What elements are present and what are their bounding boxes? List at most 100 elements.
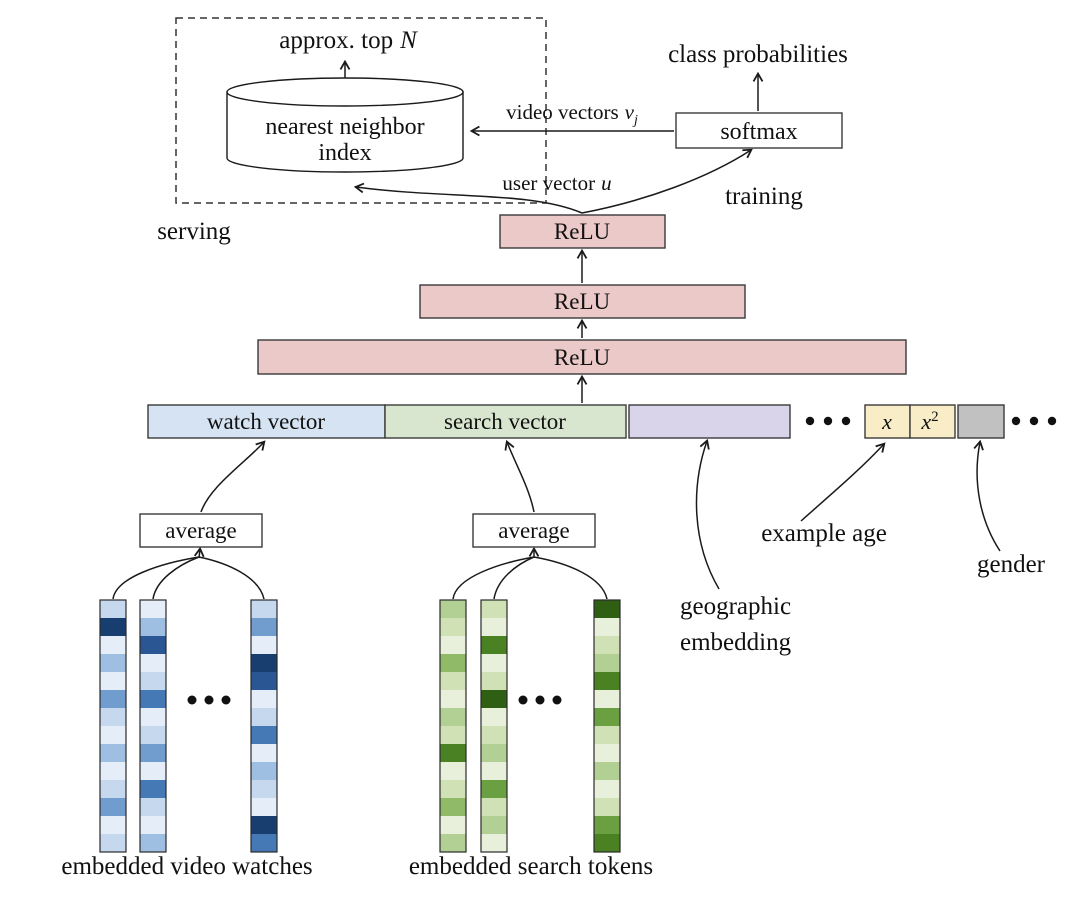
embedding-segment [594, 798, 620, 817]
embedding-segment [100, 780, 126, 799]
dot [805, 416, 815, 426]
embedding-segment [594, 744, 620, 763]
embedded-video-watches-label: embedded video watches [61, 853, 312, 880]
ellipsis-dots-right [1011, 416, 1057, 426]
embedding-segment [440, 816, 466, 835]
embedding-segment [594, 690, 620, 709]
embedding-segment [481, 636, 507, 655]
nearest-neighbor-label-line2: index [318, 140, 371, 166]
relu-bottom-label: ReLU [554, 345, 611, 370]
average-box-search: average [472, 513, 596, 548]
relu-middle-rect [419, 284, 746, 319]
embedding-segment [140, 600, 166, 619]
watch-vector-box [147, 404, 386, 439]
watch-bar-curve-3 [198, 556, 265, 600]
embedding-segment [481, 726, 507, 745]
arrow-relu-to-index [353, 182, 583, 214]
embedding-segment [100, 654, 126, 673]
watch-bar-curve-2 [152, 556, 200, 600]
training-label: training [725, 183, 803, 210]
embedding-segment [140, 834, 166, 853]
embedding-segment [440, 636, 466, 655]
embedding-segment [594, 600, 620, 619]
ellipsis-dots-left [805, 416, 851, 426]
embedded-search-tokens-label: embedded search tokens [409, 853, 653, 880]
video-vectors-var: v [625, 100, 635, 124]
arrow-average-to-search-vector [504, 439, 535, 513]
embedding-segment [440, 690, 466, 709]
nearest-neighbor-index-cylinder: nearest neighbor index [226, 77, 464, 173]
search-bars-ellipsis [518, 695, 562, 705]
x-squared-base: x [920, 409, 931, 434]
geographic-label-line2: embedding [680, 629, 792, 656]
embedding-segment [100, 600, 126, 619]
embedding-segment [251, 816, 277, 835]
user-vector-text: user vector [502, 171, 595, 195]
embedding-segment [440, 618, 466, 637]
arrow-average-to-watch-vector [200, 440, 266, 513]
cylinder-body [226, 91, 464, 173]
average-watch-rect [139, 513, 263, 548]
embedding-segment [251, 726, 277, 745]
relu-layer-middle: ReLU [419, 284, 746, 319]
video-vectors-text: video vectors [506, 100, 619, 124]
embedding-segment [481, 744, 507, 763]
arrow-example-age-to-x-box [800, 442, 886, 522]
arrow-geo-label-to-geo-box [695, 438, 720, 590]
embedding-segment [440, 600, 466, 619]
embedding-segment [140, 780, 166, 799]
embedding-segment [440, 708, 466, 727]
embedding-segment [100, 744, 126, 763]
embedding-segment [594, 834, 620, 853]
embedding-segment [251, 708, 277, 727]
dot [204, 695, 214, 705]
embedding-segment [251, 798, 277, 817]
user-vector-var: u [601, 171, 612, 195]
embedding-segment [100, 762, 126, 781]
geographic-embedding-box [628, 404, 791, 439]
embedding-segment [440, 834, 466, 853]
age-x-squared-box [909, 404, 956, 439]
embedding-segment [140, 744, 166, 763]
embedding-segment [140, 636, 166, 655]
dot [1029, 416, 1039, 426]
embedding-segment [100, 690, 126, 709]
cylinder-top [226, 77, 464, 107]
embedding-segment [594, 726, 620, 745]
dot [1011, 416, 1021, 426]
search-bar-curve-3 [533, 556, 608, 600]
embedding-segment [594, 762, 620, 781]
embedding-segment [440, 672, 466, 691]
embedding-segment [140, 672, 166, 691]
embedding-segment [100, 618, 126, 637]
approx-top-text: approx. top [279, 27, 393, 54]
average-search-rect [472, 513, 596, 548]
video-vectors-sub: j [632, 113, 638, 128]
embedding-segment [251, 600, 277, 619]
embedding-bar-outline [139, 599, 167, 853]
embedding-segment [440, 744, 466, 763]
embedding-segment [481, 654, 507, 673]
dot [1047, 416, 1057, 426]
average-watch-label: average [165, 518, 237, 543]
embedding-bar-outline [439, 599, 467, 853]
age-x-label: x [881, 409, 892, 434]
embedding-segment [481, 834, 507, 853]
embedding-bar-outline [480, 599, 508, 853]
embedding-segment [481, 708, 507, 727]
relu-top-label: ReLU [554, 219, 611, 244]
dot [552, 695, 562, 705]
embedding-segment [251, 672, 277, 691]
embedding-segment [251, 744, 277, 763]
embedding-segment [251, 780, 277, 799]
embedding-segment [440, 762, 466, 781]
embedding-segment [440, 726, 466, 745]
geographic-label-line1: geographic [680, 593, 791, 620]
embedding-segment [100, 726, 126, 745]
approx-top-var: N [399, 27, 418, 54]
relu-layer-top: ReLU [499, 214, 666, 249]
dot [187, 695, 197, 705]
